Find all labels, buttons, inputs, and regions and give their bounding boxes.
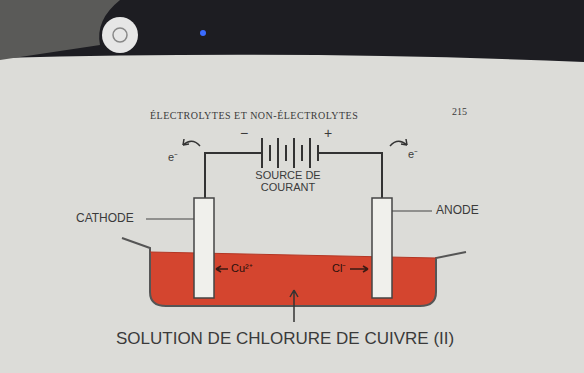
battery-symbol bbox=[262, 138, 318, 168]
page-number: 215 bbox=[452, 106, 467, 117]
part-label: ANODE bbox=[436, 204, 479, 217]
polarity-sign: + bbox=[324, 126, 332, 141]
wire bbox=[205, 153, 262, 198]
wire bbox=[318, 153, 382, 198]
finger-shadow bbox=[0, 0, 120, 60]
leader-line bbox=[392, 211, 432, 212]
cathode-electrode bbox=[194, 198, 214, 298]
polarity-sign: − bbox=[240, 126, 248, 141]
laptop-edge bbox=[0, 0, 584, 62]
ion-arrow bbox=[216, 266, 228, 272]
running-header: ÉLECTROLYTES ET NON-ÉLECTROLYTES bbox=[150, 110, 358, 121]
electron-label: e⁻ bbox=[168, 151, 178, 163]
power-button bbox=[102, 17, 138, 53]
electron-label: e⁻ bbox=[408, 148, 418, 160]
solution-caption: SOLUTION DE CHLORURE DE CUIVRE (II) bbox=[116, 330, 454, 349]
pointer-arrow bbox=[290, 290, 298, 322]
arrowhead bbox=[401, 139, 407, 145]
ion-label: Cu²⁺ bbox=[231, 262, 253, 274]
ion-arrow bbox=[350, 266, 368, 272]
part-label: CATHODE bbox=[76, 212, 134, 225]
ion-label: Cl⁻ bbox=[332, 262, 346, 274]
liquid-surface bbox=[150, 252, 436, 258]
blue-led bbox=[200, 30, 206, 36]
copper-chloride-solution bbox=[150, 252, 436, 306]
power-icon bbox=[113, 28, 127, 42]
arrowhead bbox=[183, 139, 189, 145]
anode-electrode bbox=[372, 198, 392, 298]
leader-line bbox=[146, 219, 194, 220]
source-label: SOURCE DE COURANT bbox=[240, 169, 336, 193]
